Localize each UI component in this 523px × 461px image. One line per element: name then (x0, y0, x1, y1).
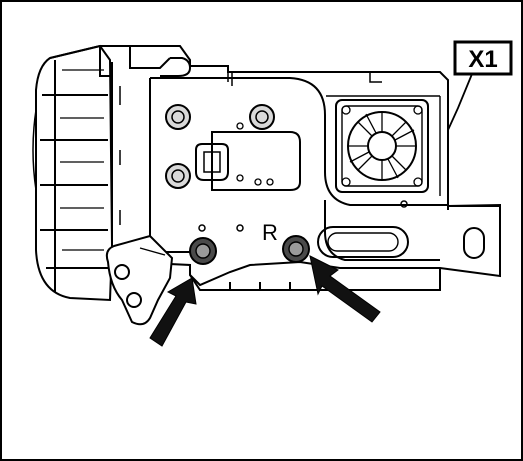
side-bumper (32, 44, 114, 302)
bolt-icon (189, 237, 217, 265)
mounting-holes (198, 200, 408, 232)
bolt-icon (249, 104, 275, 130)
hinge-bracket (105, 234, 174, 326)
fan-grille (326, 95, 441, 196)
side-marker: R (262, 220, 278, 245)
bolt-icon (165, 104, 191, 130)
slot-cutouts (317, 226, 485, 259)
callout-x1 (447, 40, 513, 131)
arrow-icon (149, 277, 197, 347)
bolt-icon (282, 235, 310, 263)
callout-label: X1 (468, 46, 497, 73)
bolt-icon (165, 163, 191, 189)
latch-plate (195, 122, 301, 191)
arrow-icon (309, 255, 381, 323)
